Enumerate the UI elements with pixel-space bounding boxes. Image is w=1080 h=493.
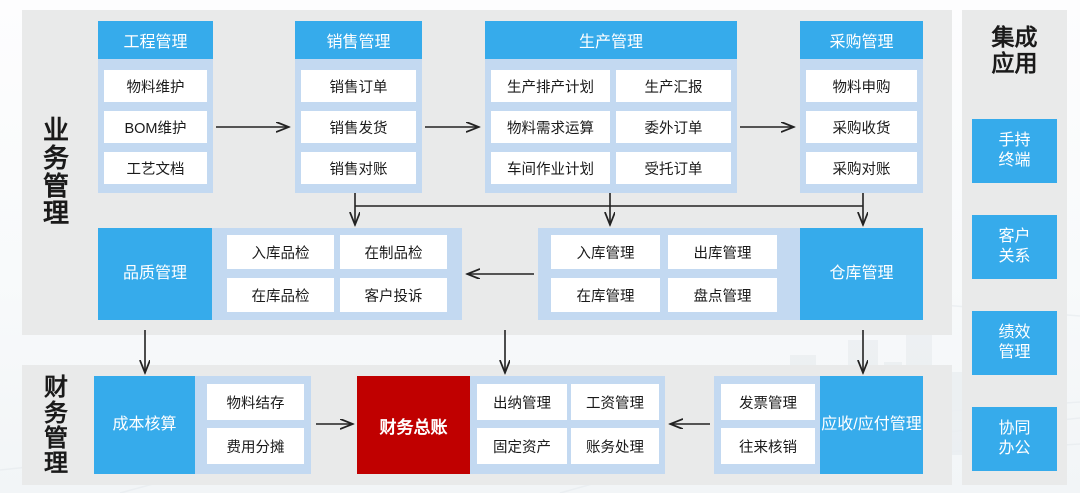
business-label-char-4: 理 bbox=[42, 198, 69, 229]
card-accounting-4[interactable]: 账务处理 bbox=[571, 428, 659, 464]
card-quality-4[interactable]: 客户投诉 bbox=[340, 278, 447, 312]
group-sales-header[interactable]: 销售管理 bbox=[295, 21, 422, 59]
business-label-char-3: 管 bbox=[42, 170, 69, 201]
card-warehouse-2[interactable]: 出库管理 bbox=[668, 235, 777, 269]
card-warehouse-3[interactable]: 在库管理 bbox=[551, 278, 660, 312]
integration-item-crm-line-1: 客户 bbox=[998, 228, 1031, 246]
card-purchasing-3[interactable]: 采购对账 bbox=[806, 152, 917, 184]
card-accounting-1[interactable]: 出纳管理 bbox=[477, 384, 567, 420]
card-receivable-2[interactable]: 往来核销 bbox=[721, 428, 815, 464]
card-sales-1[interactable]: 销售订单 bbox=[301, 70, 416, 102]
business-panel-label: 业 务 管 理 bbox=[30, 105, 82, 240]
business-label-char-1: 业 bbox=[42, 115, 69, 146]
integration-item-oa[interactable]: 协同 办公 bbox=[972, 407, 1057, 471]
finance-label-char-3: 管 bbox=[44, 425, 68, 452]
card-receivable-1[interactable]: 发票管理 bbox=[721, 384, 815, 420]
card-quality-3[interactable]: 在库品检 bbox=[227, 278, 334, 312]
finance-label-char-4: 理 bbox=[44, 450, 68, 478]
card-production-5[interactable]: 车间作业计划 bbox=[491, 152, 610, 184]
finance-label-char-1: 财 bbox=[44, 374, 68, 402]
integration-item-handheld[interactable]: 手持 终端 bbox=[972, 119, 1057, 183]
group-receivable-payable-header-label: 应收/应付管理 bbox=[821, 416, 922, 433]
card-purchasing-2[interactable]: 采购收货 bbox=[806, 111, 917, 143]
card-purchasing-1[interactable]: 物料申购 bbox=[806, 70, 917, 102]
card-production-2[interactable]: 生产汇报 bbox=[616, 70, 731, 102]
group-engineering-header[interactable]: 工程管理 bbox=[98, 21, 213, 59]
integration-item-handheld-line-1: 手持 bbox=[998, 132, 1031, 150]
integration-title: 集成 应用 bbox=[962, 18, 1067, 84]
group-warehouse-header-label: 仓库管理 bbox=[829, 265, 894, 282]
group-cost-accounting-header[interactable]: 成本核算 bbox=[94, 376, 195, 474]
group-quality-header[interactable]: 品质管理 bbox=[98, 228, 212, 320]
card-engineering-2[interactable]: BOM维护 bbox=[104, 111, 207, 143]
card-production-1[interactable]: 生产排产计划 bbox=[491, 70, 610, 102]
card-production-4[interactable]: 委外订单 bbox=[616, 111, 731, 143]
integration-item-oa-line-1: 协同 bbox=[998, 420, 1031, 438]
card-production-6[interactable]: 受托订单 bbox=[616, 152, 731, 184]
group-production-header[interactable]: 生产管理 bbox=[485, 21, 737, 59]
integration-title-line-1: 集成 bbox=[991, 24, 1038, 51]
integration-item-handheld-line-2: 终端 bbox=[998, 152, 1031, 169]
card-cost-1[interactable]: 物料结存 bbox=[207, 384, 304, 420]
card-engineering-1[interactable]: 物料维护 bbox=[104, 70, 207, 102]
card-quality-2[interactable]: 在制品检 bbox=[340, 235, 447, 269]
integration-item-oa-line-2: 办公 bbox=[998, 440, 1031, 457]
integration-item-performance-line-1: 绩效 bbox=[998, 324, 1031, 342]
card-engineering-3[interactable]: 工艺文档 bbox=[104, 152, 207, 184]
finance-panel-label: 财 务 管 理 bbox=[30, 372, 82, 480]
card-accounting-3[interactable]: 固定资产 bbox=[477, 428, 567, 464]
business-label-char-2: 务 bbox=[42, 142, 69, 173]
integration-item-performance-line-2: 管理 bbox=[998, 344, 1031, 361]
card-warehouse-1[interactable]: 入库管理 bbox=[551, 235, 660, 269]
card-warehouse-4[interactable]: 盘点管理 bbox=[668, 278, 777, 312]
group-cost-accounting-header-label: 成本核算 bbox=[112, 416, 177, 433]
general-ledger-block[interactable]: 财务总账 bbox=[357, 376, 470, 474]
group-purchasing-header[interactable]: 采购管理 bbox=[800, 21, 923, 59]
group-warehouse-header[interactable]: 仓库管理 bbox=[800, 228, 923, 320]
integration-item-crm[interactable]: 客户 关系 bbox=[972, 215, 1057, 279]
integration-item-performance[interactable]: 绩效 管理 bbox=[972, 311, 1057, 375]
group-receivable-payable-header[interactable]: 应收/应付管理 bbox=[820, 376, 923, 474]
integration-title-line-2: 应用 bbox=[991, 50, 1038, 76]
finance-label-char-2: 务 bbox=[44, 399, 68, 427]
card-production-3[interactable]: 物料需求运算 bbox=[491, 111, 610, 143]
card-sales-2[interactable]: 销售发货 bbox=[301, 111, 416, 143]
card-accounting-2[interactable]: 工资管理 bbox=[571, 384, 659, 420]
card-cost-2[interactable]: 费用分摊 bbox=[207, 428, 304, 464]
integration-item-crm-line-2: 关系 bbox=[998, 248, 1031, 265]
group-quality-header-label: 品质管理 bbox=[122, 265, 187, 282]
card-quality-1[interactable]: 入库品检 bbox=[227, 235, 334, 269]
card-sales-3[interactable]: 销售对账 bbox=[301, 152, 416, 184]
